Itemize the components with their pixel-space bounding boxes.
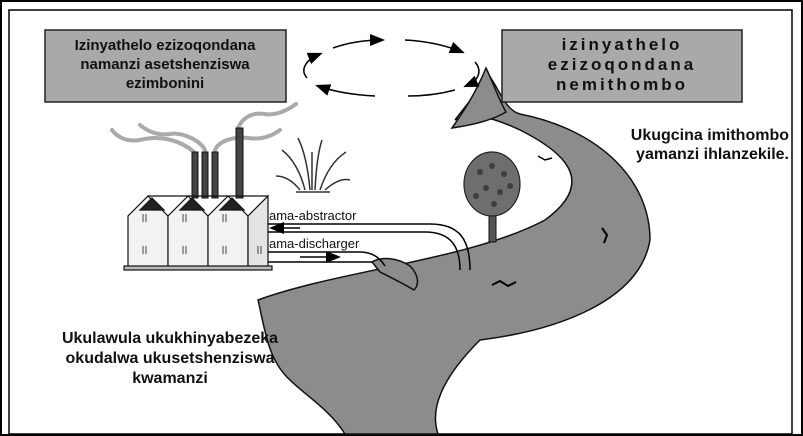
pollution-caption-line-1: Ukulawula ukukhinyabezeka xyxy=(62,330,278,347)
left-box-line-2: namanzi asetshenziswa xyxy=(80,56,250,73)
river-caption-line-1: Ukugcina imithombo xyxy=(631,127,789,144)
pollution-caption-line-3: kwamanzi xyxy=(132,370,208,387)
pollution-caption-line-2: okudalwa ukusetshenziswa xyxy=(66,350,275,367)
left-box-line-1: Izinyathelo ezizoqondana xyxy=(75,37,257,54)
river-caption-line-2: yamanzi ihlanzekile. xyxy=(636,146,789,163)
chimney xyxy=(192,152,198,198)
flow-label-abstractor: ama-abstractor xyxy=(269,208,357,223)
flow-label-discharger: ama-discharger xyxy=(269,236,360,251)
chimney xyxy=(212,152,218,198)
chimney xyxy=(202,152,208,198)
chimney-tall xyxy=(236,128,243,198)
right-box-line-1: izinyathelo xyxy=(562,35,683,54)
right-box-line-3: nemithombo xyxy=(556,75,688,94)
left-box-line-3: ezimbonini xyxy=(126,75,204,92)
right-box-line-2: ezizoqondana xyxy=(548,55,696,74)
